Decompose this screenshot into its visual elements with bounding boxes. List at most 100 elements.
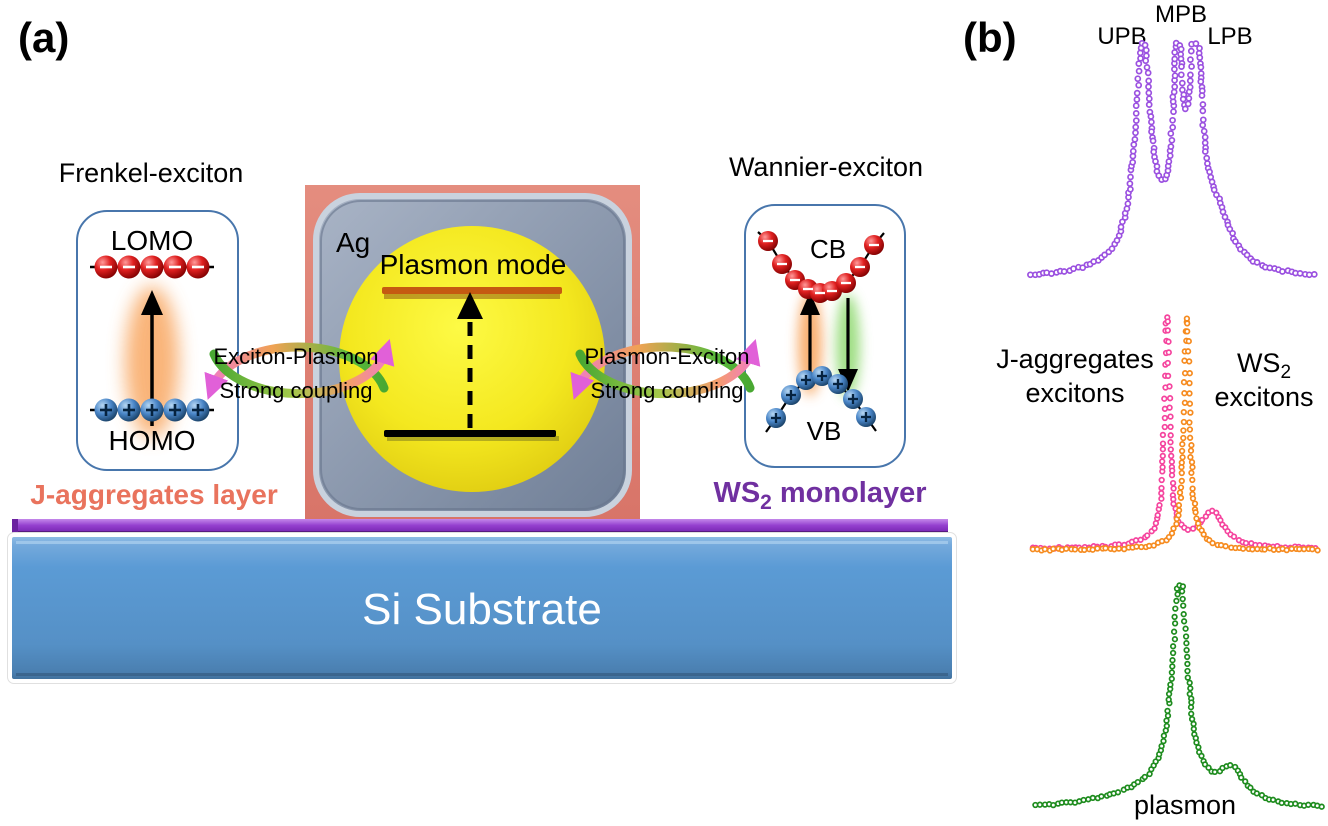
spectrum-dot bbox=[1171, 613, 1178, 621]
spectrum-dot bbox=[1160, 737, 1167, 745]
spectrum-dot bbox=[1178, 477, 1185, 485]
spectrum-dot bbox=[1145, 95, 1153, 103]
panel-b: (b) UPB MPB LPB J-aggregates excitons WS… bbox=[963, 1, 1325, 820]
spectrum-dot bbox=[1186, 370, 1193, 377]
spectrum-dot bbox=[1253, 790, 1260, 797]
spectrum-dot bbox=[1171, 83, 1179, 91]
spectrum-dot bbox=[1159, 440, 1167, 447]
spectrum-dot bbox=[1094, 545, 1101, 552]
spectrum-dot bbox=[1048, 270, 1055, 277]
spectrum-dot bbox=[1165, 338, 1172, 345]
spectrum-dot bbox=[1145, 101, 1153, 108]
cb-label: CB bbox=[810, 234, 846, 264]
spectrum-dot bbox=[1222, 543, 1229, 550]
spectrum-dot bbox=[1178, 447, 1186, 455]
spectrum-dot bbox=[1180, 408, 1187, 416]
spectrum-dot bbox=[1133, 96, 1141, 103]
ws2-excitons-label: WS2 excitons bbox=[1214, 348, 1313, 412]
spectrum-dot bbox=[1178, 459, 1185, 466]
spectrum-dot bbox=[1167, 413, 1174, 420]
spectrum-dot bbox=[1167, 432, 1174, 439]
spectrum-dot bbox=[1098, 793, 1105, 800]
spectrum-dot bbox=[1167, 143, 1175, 150]
spectrum-dot bbox=[1219, 208, 1227, 216]
spectrum-dot bbox=[1089, 794, 1096, 802]
spectrum-dot bbox=[1164, 372, 1172, 380]
spectrum-dot bbox=[1163, 722, 1170, 730]
spectrum-dot bbox=[1143, 64, 1151, 71]
spectrum-dot bbox=[1158, 495, 1165, 502]
spectrum-dot bbox=[1206, 168, 1213, 176]
spectrum-dot bbox=[1253, 259, 1261, 266]
spectrum-dot bbox=[1187, 454, 1194, 461]
spectrum-dot bbox=[1185, 95, 1193, 102]
spectrum-dot bbox=[1177, 484, 1185, 491]
spectrum-dot bbox=[1195, 744, 1202, 751]
spectrum-dot bbox=[1178, 469, 1185, 477]
spectrum-dot bbox=[1167, 681, 1174, 688]
spectrum-dot bbox=[1168, 452, 1175, 460]
spectrum-dot bbox=[1296, 270, 1304, 277]
spectrum-dot bbox=[1197, 78, 1205, 85]
spectrum-dot bbox=[1199, 107, 1207, 115]
spectrum-dot bbox=[1179, 454, 1186, 461]
spectrum-dot bbox=[1185, 338, 1192, 345]
spectrum-dot bbox=[1164, 707, 1171, 715]
spectrum-dot bbox=[1186, 390, 1193, 397]
spectrum-dot bbox=[1182, 625, 1189, 632]
ws2-caption-base: WS bbox=[713, 477, 760, 509]
spectrum-dot bbox=[1177, 45, 1185, 53]
spectrum-dot bbox=[1186, 426, 1194, 433]
spectrum-dot bbox=[1192, 509, 1199, 516]
spectrum-dot bbox=[1183, 315, 1191, 322]
spectrum-dot bbox=[1178, 588, 1186, 595]
spectrum-dot bbox=[1178, 79, 1186, 87]
spectrum-dot bbox=[1164, 318, 1171, 325]
spectrum-dot bbox=[1178, 63, 1185, 70]
spectrum-dot bbox=[1201, 148, 1209, 155]
spectrum-dot bbox=[1165, 533, 1173, 541]
spectrum-dot bbox=[1134, 778, 1141, 786]
spectrum-dot bbox=[1165, 349, 1172, 356]
lomo-electrons bbox=[90, 255, 214, 279]
spectrum-dot bbox=[1318, 803, 1325, 810]
coupling-left-text: Exciton-Plasmon Strong coupling bbox=[213, 344, 378, 403]
spectrum-dot bbox=[1189, 495, 1197, 502]
spectrum-dot bbox=[1305, 801, 1312, 808]
spectrum-dot bbox=[1130, 141, 1138, 148]
spectrum-dot bbox=[1278, 799, 1285, 807]
spectrum-dot bbox=[1170, 525, 1177, 532]
spectrum-dot bbox=[1165, 158, 1173, 165]
spectrum-dot bbox=[1192, 40, 1200, 47]
valence-band: VB bbox=[765, 366, 877, 446]
spectrum-dot bbox=[1080, 796, 1087, 804]
spectrum-dot bbox=[1310, 271, 1318, 278]
ground-level-shadow bbox=[387, 436, 559, 441]
si-substrate-label: Si Substrate bbox=[362, 585, 602, 634]
spectrum-dot bbox=[1181, 105, 1189, 113]
mpb-annotation: MPB bbox=[1155, 1, 1207, 28]
ws2-strip-left-bevel bbox=[12, 519, 18, 535]
spectrum-dot bbox=[1159, 446, 1167, 453]
spectrum-dot bbox=[1196, 54, 1204, 61]
spectrum-dot bbox=[1187, 704, 1195, 711]
ws2-caption-rest: monolayer bbox=[780, 477, 927, 509]
ws2-exciton-curve bbox=[1029, 315, 1321, 554]
j-agg-label-line1: J-aggregates bbox=[996, 344, 1154, 374]
spectrum-dot bbox=[1159, 431, 1167, 439]
spectrum-dot bbox=[1133, 89, 1141, 97]
spectrum-dot bbox=[1117, 223, 1125, 231]
plasmon-level-line bbox=[382, 287, 562, 294]
spectrum-dot bbox=[1144, 532, 1151, 539]
homo-holes bbox=[90, 398, 214, 422]
ws2-label-line1: WS2 bbox=[1237, 348, 1291, 383]
spectrum-dot bbox=[1170, 108, 1177, 116]
spectrum-dot bbox=[1242, 778, 1249, 785]
spectrum-dot bbox=[1187, 447, 1195, 454]
spectrum-dot bbox=[1180, 618, 1188, 625]
spectrum-dot bbox=[1164, 327, 1171, 334]
spectrum-dot bbox=[1184, 328, 1191, 335]
